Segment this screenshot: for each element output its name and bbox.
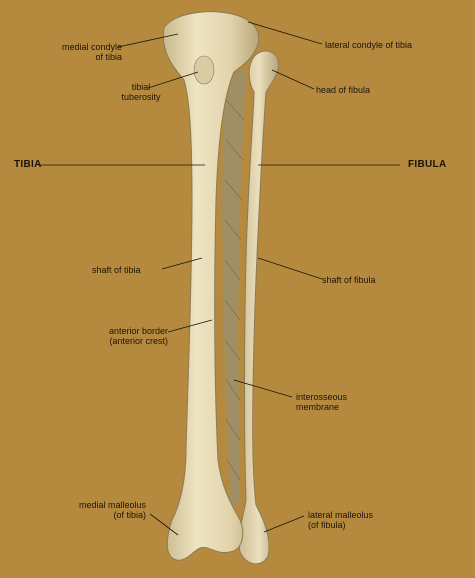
label-medial-condyle-line1: medial condyle <box>61 42 122 52</box>
leader-lines <box>40 21 400 536</box>
label-lateral-malleolus: lateral malleolus (of fibula) <box>308 510 373 530</box>
label-lateral-malleolus-line1: lateral malleolus <box>308 510 374 520</box>
label-interosseous-line1: interosseous <box>296 392 348 402</box>
label-tibial-tuberosity: tibial tuberosity <box>106 82 176 102</box>
label-tibial-tuberosity-line1: tibial <box>131 82 151 92</box>
label-tibia: TIBIA <box>14 159 42 170</box>
label-lateral-condyle: lateral condyle of tibia <box>325 40 413 50</box>
label-interosseous-membrane: interosseous membrane <box>296 392 347 412</box>
label-anterior-border-line1: anterior border <box>108 326 168 336</box>
interosseous-membrane-shape <box>222 70 246 510</box>
label-medial-condyle: medial condyle of tibia <box>24 42 122 62</box>
fibula-bone <box>238 50 280 565</box>
membrane-fibers <box>224 99 245 481</box>
tibial-tuberosity-shape <box>193 55 215 85</box>
label-tibial-tuberosity-line2: tuberosity <box>121 92 161 102</box>
label-medial-malleolus: medial malleolus (of tibia) <box>50 500 146 520</box>
label-medial-malleolus-line2: (of tibia) <box>113 510 146 520</box>
tibia-bone <box>162 11 260 561</box>
label-medial-malleolus-line1: medial malleolus <box>78 500 146 510</box>
label-medial-condyle-line2: of tibia <box>95 52 122 62</box>
label-shaft-of-fibula: shaft of fibula <box>322 275 376 285</box>
label-anterior-border-line2: (anterior crest) <box>109 336 168 346</box>
label-interosseous-line2: membrane <box>296 402 340 412</box>
label-fibula: FIBULA <box>408 159 447 170</box>
label-head-of-fibula: head of fibula <box>316 85 371 95</box>
label-shaft-of-tibia: shaft of tibia <box>92 265 141 275</box>
label-lateral-malleolus-line2: (of fibula) <box>308 520 346 530</box>
label-anterior-border: anterior border (anterior crest) <box>70 326 168 346</box>
